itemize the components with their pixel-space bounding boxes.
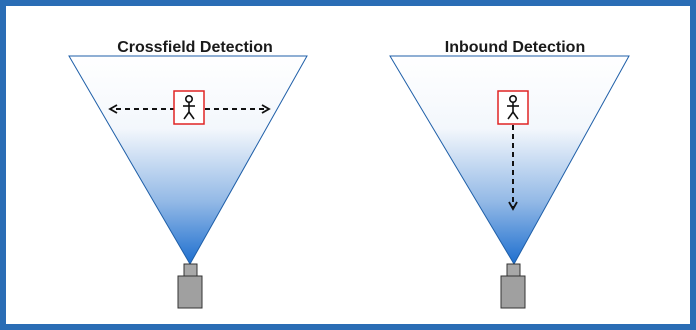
- left-camera-icon: [177, 263, 203, 309]
- right-camera-icon: [500, 263, 526, 309]
- left-person-icon: [173, 90, 205, 125]
- detection-diagram: [68, 55, 630, 309]
- right-detection-cone: [389, 55, 630, 266]
- left-detection-cone: [68, 55, 308, 266]
- crossfield-detection-title: Crossfield Detection: [117, 39, 273, 56]
- inbound-panel: [389, 55, 630, 309]
- right-person-icon: [497, 90, 529, 125]
- crossfield-panel: [68, 55, 308, 309]
- inbound-detection-title: Inbound Detection: [444, 39, 586, 56]
